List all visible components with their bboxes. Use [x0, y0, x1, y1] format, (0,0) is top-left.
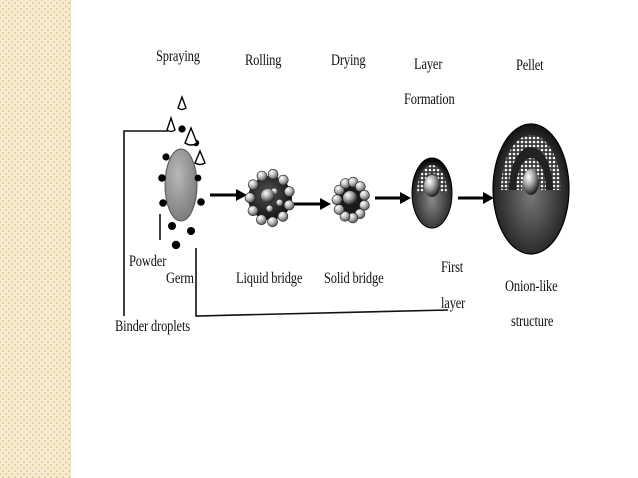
liquid-bridge-bead — [256, 170, 268, 182]
liquid-bridge-bead — [265, 204, 274, 213]
spraying-stage — [158, 94, 206, 250]
arrow-2 — [294, 198, 331, 210]
liquid-bridge-bead — [248, 179, 259, 190]
step-label-pellet: Pellet — [516, 57, 544, 74]
solid-bridge-bead — [333, 204, 345, 215]
process-arrows — [210, 189, 494, 210]
germ-particle — [164, 148, 198, 222]
solid-bridge-bead — [359, 189, 370, 201]
liquid-bridge-bead — [275, 198, 284, 207]
binder-droplets — [166, 94, 206, 166]
solid-bridge-bead — [339, 211, 351, 222]
onion-like-pellet — [492, 123, 570, 255]
liquid-bridge-agglomerate — [244, 169, 295, 228]
solid-bridge-bead — [333, 184, 345, 196]
liquid-bridge-bead — [256, 214, 267, 225]
liquid-bridge-bead — [267, 216, 278, 228]
label-first: First — [441, 259, 464, 276]
arrow-1 — [210, 189, 247, 201]
step-label-formation: Formation — [404, 91, 455, 108]
step-label-drying: Drying — [331, 52, 366, 69]
liquid-bridge-bead — [244, 192, 256, 203]
label-layer: layer — [441, 295, 466, 312]
liquid-bridge-bead — [277, 174, 289, 186]
decorative-side-stripe — [0, 0, 71, 478]
label-germ: Germ — [166, 270, 194, 287]
label-powder: Powder — [129, 253, 167, 270]
solid-bridge-agglomerate — [331, 176, 370, 224]
label-liquid-bridge: Liquid bridge — [236, 270, 303, 287]
label-onion-like: Onion-like — [505, 278, 558, 295]
layer-formation-sphere — [411, 157, 453, 229]
liquid-bridge-bead — [283, 186, 295, 197]
label-structure: structure — [511, 313, 554, 330]
label-solid-bridge: Solid bridge — [324, 270, 384, 287]
arrow-3 — [375, 192, 411, 204]
powder-particles — [158, 125, 205, 250]
liquid-bridge-bead — [277, 211, 289, 222]
liquid-bridge-bead — [247, 205, 259, 216]
solid-bridge-bead — [354, 181, 366, 192]
arrow-4 — [458, 192, 494, 204]
step-label-spraying: Spraying — [156, 48, 200, 65]
liquid-bridge-bead — [283, 199, 295, 211]
step-label-rolling: Rolling — [245, 52, 282, 69]
solid-bridge-bead — [331, 194, 343, 205]
label-binder-droplets: Binder droplets — [115, 318, 190, 335]
liquid-bridge-bead — [267, 169, 279, 180]
step-label-layer: Layer — [414, 56, 443, 73]
binder-droplet-connector — [123, 130, 449, 317]
